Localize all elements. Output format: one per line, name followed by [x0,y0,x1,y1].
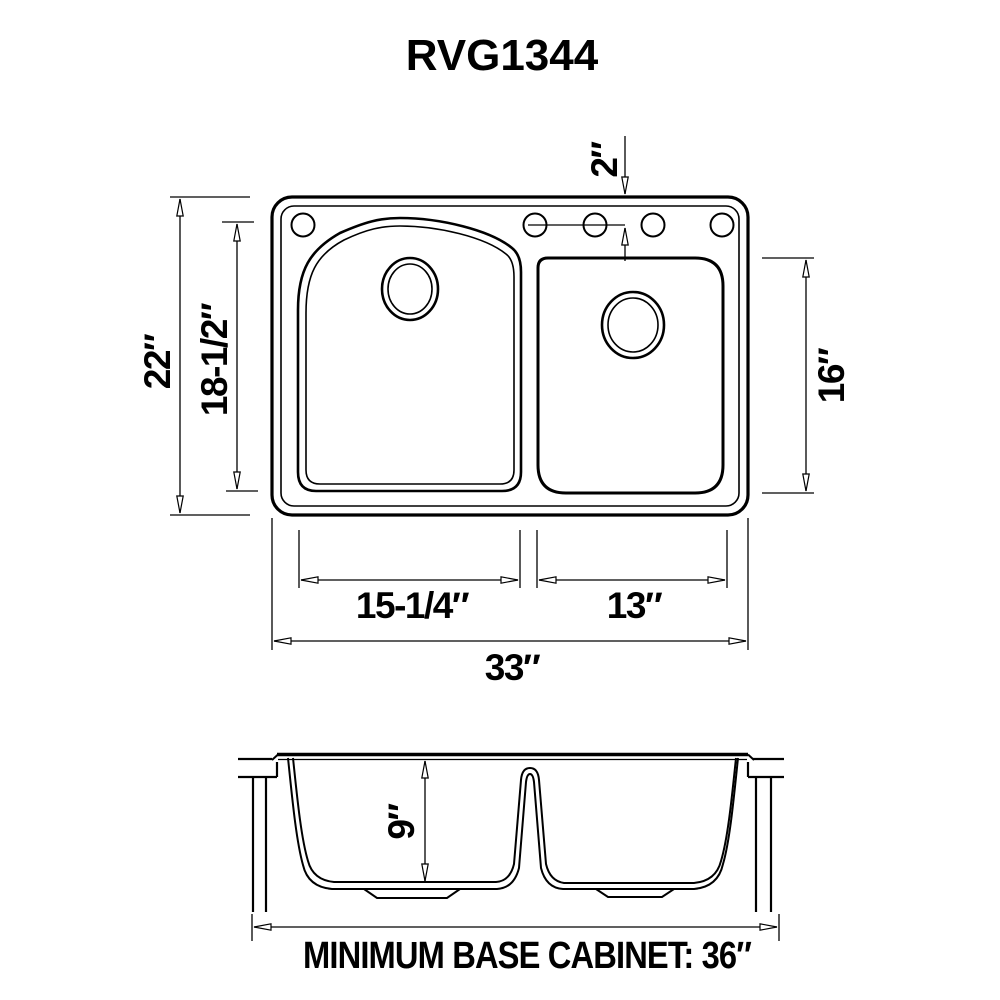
base-cabinet-caption: MINIMUM BASE CABINET: 36″ [303,935,752,977]
sink-rim-inner [280,205,740,507]
page-title: RVG1344 [406,31,599,80]
dim-overall-depth: 22″ [137,196,250,516]
dim-label-right-bowl-depth: 16″ [811,347,852,403]
faucet-hole [640,212,666,238]
faucet-hole [709,212,735,238]
dim-label-overall-depth: 22″ [137,333,178,389]
cabinet-wall-left [251,777,268,912]
right-bowl-outline [536,256,725,495]
dim-label-left-bowl-depth: 18-1/2″ [194,302,235,416]
dim-label-faucet-setback: 2″ [584,141,625,178]
right-drain-inner [607,297,659,353]
left-drain-recess [363,888,461,899]
countertop-right [746,757,784,779]
dim-overall-width: 33″ [271,518,749,688]
sink-front-view [238,752,784,912]
left-drain-outer [380,256,440,322]
dim-label-right-bowl-width: 13″ [607,585,663,626]
dim-label-overall-width: 33″ [485,647,541,688]
sink-rim-outer [270,195,750,517]
dim-right-bowl-depth: 16″ [762,257,852,494]
dim-base-cabinet: MINIMUM BASE CABINET: 36″ [251,914,780,977]
sink-top-view [270,195,750,517]
dim-left-bowl-depth: 18-1/2″ [194,221,258,492]
right-drain-outer [600,290,666,360]
dim-faucet-setback: 2″ [584,136,629,261]
bowl-section-outer-line [287,757,739,890]
dim-right-bowl-width: 13″ [536,530,728,626]
left-bowl-outline [296,216,523,493]
bowl-section-inner-line [292,757,737,884]
countertop-left [238,757,279,779]
dim-left-bowl-width: 15-1/4″ [298,530,521,626]
right-drain-recess [595,888,675,898]
cabinet-wall-right [754,777,773,912]
faucet-hole [290,212,316,238]
dim-label-left-bowl-width: 15-1/4″ [356,585,470,626]
rim-left-bevel [271,753,279,761]
dim-label-bowl-depth: 9″ [381,803,422,840]
left-bowl-outline-inner [305,225,515,485]
left-drain-inner [387,263,433,315]
dim-bowl-depth: 9″ [381,760,429,882]
